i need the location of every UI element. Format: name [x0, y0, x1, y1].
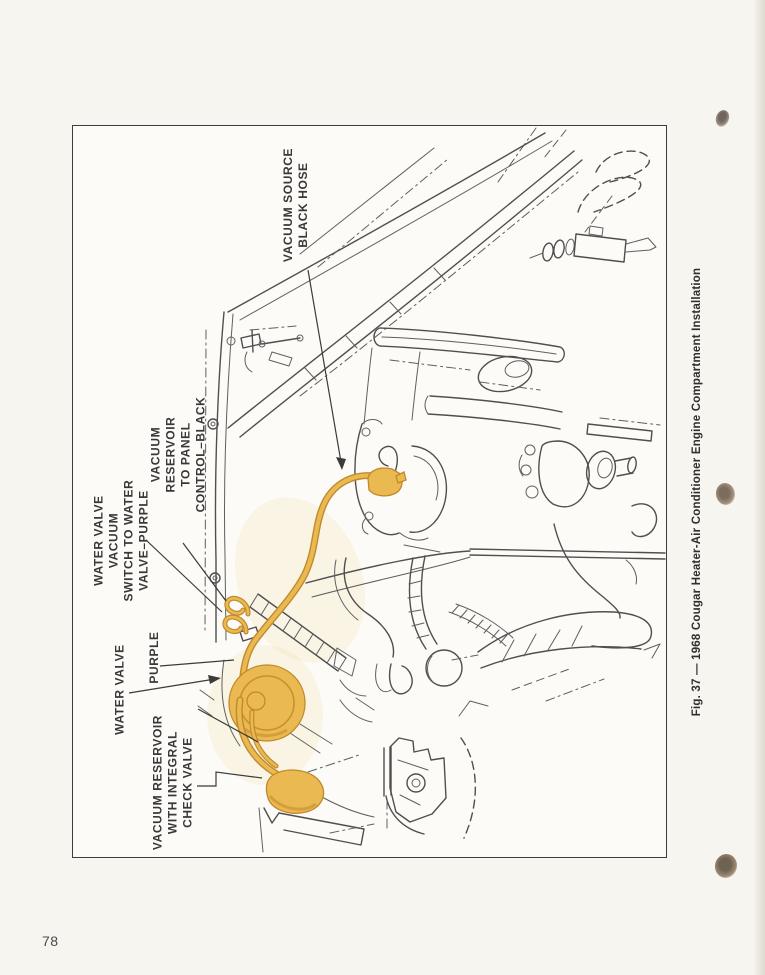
- page-edge-shadow: [753, 0, 765, 975]
- label-purple-hose: PURPLE: [147, 631, 161, 684]
- label-water-valve-switch: WATER VALVE VACUUM SWITCH TO WATER VALVE…: [91, 479, 151, 602]
- label-water-valve: WATER VALVE: [112, 644, 127, 735]
- label-vacuum-source: VACUUM SOURCE BLACK HOSE: [281, 147, 310, 263]
- label-reservoir-check-valve: VACUUM RESERVOIR WITH INTEGRAL CHECK VAL…: [150, 714, 195, 851]
- label-reservoir-to-panel: VACUUM RESERVOIR TO PANEL CONTROL–BLACK: [148, 396, 208, 513]
- page-number: 78: [42, 933, 59, 949]
- figure-caption: Fig. 37 — 1968 Cougar Heater-Air Conditi…: [691, 267, 703, 717]
